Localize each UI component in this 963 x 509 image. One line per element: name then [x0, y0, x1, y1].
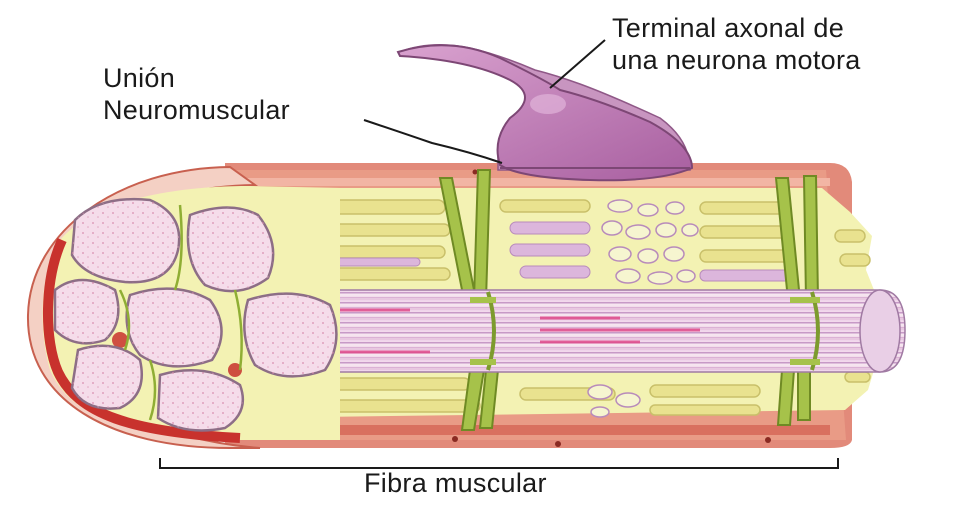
union-label-line2: Neuromuscular [103, 94, 290, 126]
terminal-label-line2: una neurona motora [612, 44, 861, 76]
cross-section [28, 167, 340, 448]
fibra-muscular-label: Fibra muscular [364, 467, 547, 499]
terminal-leader-line [550, 40, 605, 88]
union-label-line1: Unión [103, 62, 290, 94]
terminal-axonal-label: Terminal axonal de una neurona motora [612, 12, 861, 76]
terminal-label-line1: Terminal axonal de [612, 12, 861, 44]
union-neuromuscular-label: Unión Neuromuscular [103, 62, 290, 126]
myofibril [300, 290, 905, 372]
union-leader-line [364, 120, 502, 163]
